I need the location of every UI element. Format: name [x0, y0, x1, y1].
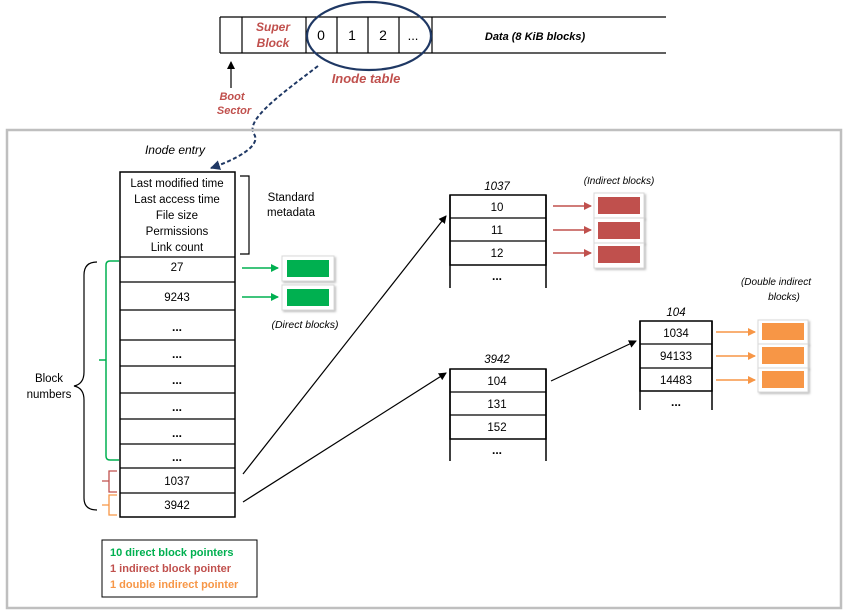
- double-indirect-next-arrow: [550, 340, 637, 382]
- pointer-double-indirect: 3942: [164, 500, 190, 512]
- inode-table-to-entry-arrow: [210, 65, 319, 170]
- double-indirect-pointer-arrow: [242, 372, 447, 503]
- indirect-1037-entry-3: 12: [491, 248, 504, 260]
- indirect-1037-entry-1: 10: [491, 202, 504, 214]
- direct-pointers-brace: [99, 260, 119, 461]
- indirect-104-entry-3: 14483: [660, 375, 692, 387]
- indirect-pointer-arrow: [242, 215, 447, 475]
- block-numbers-brace: [73, 261, 98, 511]
- boot-sector-label-1: Boot: [219, 91, 245, 103]
- inode-table-label: Inode table: [332, 71, 401, 86]
- indirect-block-3942: 3942 104 131 152 ...: [449, 354, 547, 461]
- inode-table-ellipse: [305, 0, 433, 72]
- legend-indirect: 1 indirect block pointer: [110, 563, 232, 575]
- block-numbers-label-1: Block: [35, 373, 63, 385]
- indirect-block-1037: 1037 10 11 12 ...: [449, 181, 547, 288]
- inode-entry-title: Inode entry: [145, 143, 206, 157]
- indirect-3942-entry-2: 131: [487, 399, 506, 411]
- standard-metadata-label-2: metadata: [267, 207, 316, 219]
- double-indirect-label-2: blocks): [768, 292, 800, 303]
- inode-entry: Last modified time Last access time File…: [119, 171, 236, 518]
- indirect-1037-entry-4: ...: [492, 269, 502, 283]
- pointer-direct-3: ...: [172, 320, 182, 334]
- super-block-label-2: Block: [257, 36, 291, 50]
- indirect-block-104: 104 1034 94133 14483 ...: [639, 307, 713, 410]
- super-block-label-1: Super: [256, 20, 291, 34]
- inode-cell-0: 0: [317, 27, 325, 43]
- meta-link-count: Link count: [151, 242, 204, 254]
- indirect-pointer-brace: [102, 470, 117, 493]
- indirect-3942-entry-4: ...: [492, 443, 502, 457]
- legend-double-indirect: 1 double indirect pointer: [110, 579, 239, 591]
- pointer-direct-1: 27: [171, 262, 184, 274]
- metadata-brace: [240, 175, 250, 255]
- indirect-1037-title: 1037: [484, 181, 510, 193]
- meta-last-access: Last access time: [134, 194, 220, 206]
- legend-direct: 10 direct block pointers: [110, 547, 233, 559]
- indirect-104-entry-1: 1034: [663, 328, 689, 340]
- block-numbers-label-2: numbers: [27, 389, 72, 401]
- meta-file-size: File size: [156, 210, 198, 222]
- pointer-direct-4: ...: [172, 347, 182, 361]
- indirect-104-entry-4: ...: [671, 395, 681, 409]
- pointer-indirect: 1037: [164, 476, 190, 488]
- boot-sector-label-2: Sector: [217, 105, 252, 117]
- inode-cell-ellipsis: ...: [408, 28, 419, 43]
- pointer-direct-7: ...: [172, 426, 182, 440]
- indirect-3942-entry-1: 104: [487, 376, 507, 388]
- pointer-direct-8: ...: [172, 450, 182, 464]
- indirect-3942-entry-3: 152: [487, 422, 506, 434]
- indirect-104-title: 104: [666, 307, 685, 319]
- double-indirect-label-1: (Double indirect: [741, 277, 812, 288]
- pointer-direct-2: 9243: [164, 292, 190, 304]
- indirect-blocks-label: (Indirect blocks): [584, 176, 655, 187]
- legend: 10 direct block pointers 1 indirect bloc…: [101, 539, 258, 598]
- inode-cell-1: 1: [348, 27, 356, 43]
- inode-cell-2: 2: [379, 27, 387, 43]
- standard-metadata-label-1: Standard: [268, 192, 315, 204]
- meta-permissions: Permissions: [146, 226, 209, 238]
- indirect-3942-title: 3942: [484, 354, 510, 366]
- indirect-104-entry-2: 94133: [660, 351, 692, 363]
- pointer-direct-5: ...: [172, 373, 182, 387]
- disk-layout: Super Block 0 1 2 ... Data (8 KiB blocks…: [210, 0, 666, 170]
- indirect-1037-entry-2: 11: [491, 225, 503, 237]
- meta-last-modified: Last modified time: [130, 178, 223, 190]
- inode-detail-panel: [5, 128, 843, 610]
- data-blocks-label: Data (8 KiB blocks): [485, 31, 586, 43]
- direct-blocks-label: (Direct blocks): [271, 319, 338, 331]
- pointer-direct-6: ...: [172, 400, 182, 414]
- double-indirect-pointer-brace: [102, 494, 117, 516]
